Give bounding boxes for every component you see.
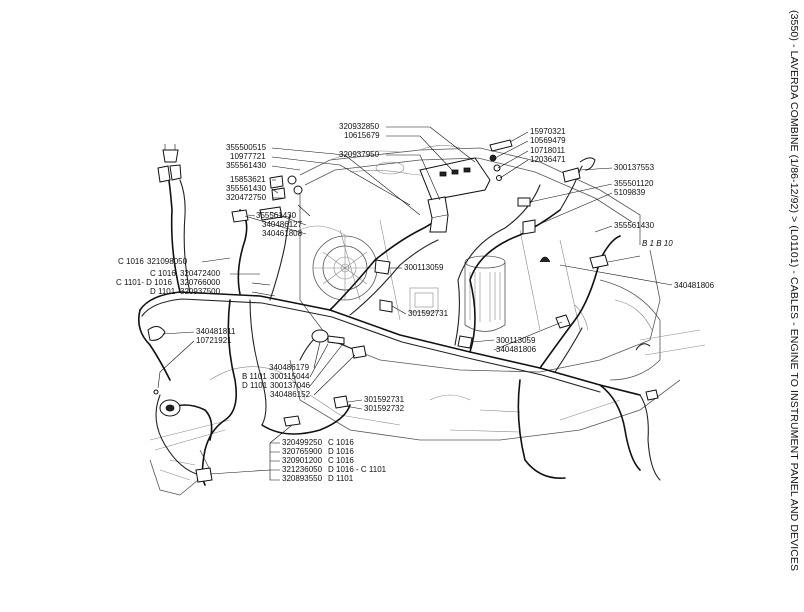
callout: 300113059 [496,336,536,345]
callout: 15853621 [230,175,266,184]
callout: 301592731 [408,309,449,318]
callout: 340481806 [496,345,537,354]
callout: 300115044 [270,372,310,381]
callout: 320901200 [282,456,323,465]
callout: 320765900 [282,447,323,456]
callout: 320932850 [339,122,380,131]
callout: 300137553 [614,163,655,172]
callout: D 1101 [328,474,354,483]
callout: 321236050 [282,465,323,474]
callout: 320893550 [282,474,323,483]
callout: 340486152 [270,390,311,399]
callout: D 1016 [328,447,354,456]
callout: 15970321 [530,127,566,136]
callout: 320472400 [180,269,221,278]
callout: 320766000 [180,278,221,287]
callout: D 1016 - C 1101 [328,465,387,474]
callout: 355561430 [256,211,297,220]
callout: 340486127 [262,220,303,229]
components [147,139,659,483]
callout: 10615679 [344,131,380,140]
callout: 10569479 [530,136,566,145]
callout: C 1016 [150,269,176,278]
callout: B 1 B 10 [642,239,673,248]
callout: 340481811 [196,327,236,336]
callout: 10977721 [230,152,266,161]
callout: 355500515 [226,143,267,152]
callout: C 1016 [328,456,354,465]
callout: 320937500 [180,287,221,296]
callout: 10718011 [530,146,566,155]
callout: 10721921 [196,336,232,345]
callout: B 1101 [242,372,267,381]
top-left-connectors [157,144,182,183]
callout: 340481806 [674,281,715,290]
callout: 355561430 [614,221,655,230]
page-title: (3550) - LAVERDA COMBINE (1/86-12/92) > … [788,10,800,572]
connector-300137553 [562,167,581,183]
callout: 5109839 [614,188,646,197]
callout: 300137046 [270,381,311,390]
callout: 320937950 [339,150,380,159]
callout: 340486179 [269,363,310,372]
callout: 355501120 [614,179,654,188]
callout: C 1016 [328,438,354,447]
callout: 320472750 [226,193,267,202]
callout-labels: 320932850 10615679 320937950 355500515 1… [116,122,715,483]
callout: C 1016 [118,257,144,266]
callout: 301592732 [364,404,405,413]
relay-box [419,157,491,201]
harness-wires [137,157,661,486]
screw-set [489,139,513,181]
callout: 12036471 [530,155,566,164]
callout: 355561430 [226,161,267,170]
callout: 300113059 [404,263,444,272]
callout: 301592731 [364,395,405,404]
callout: 321098050 [147,257,188,266]
callout: 340461808 [262,229,303,238]
callout: 320499250 [282,438,323,447]
engine-illustration [149,145,706,496]
callout: 355561430 [226,184,267,193]
leader-lines [157,126,673,481]
callout: D 1101 [150,287,176,296]
callout: D 1101 [242,381,268,390]
callout: C 1101- D 1016 [116,278,172,287]
